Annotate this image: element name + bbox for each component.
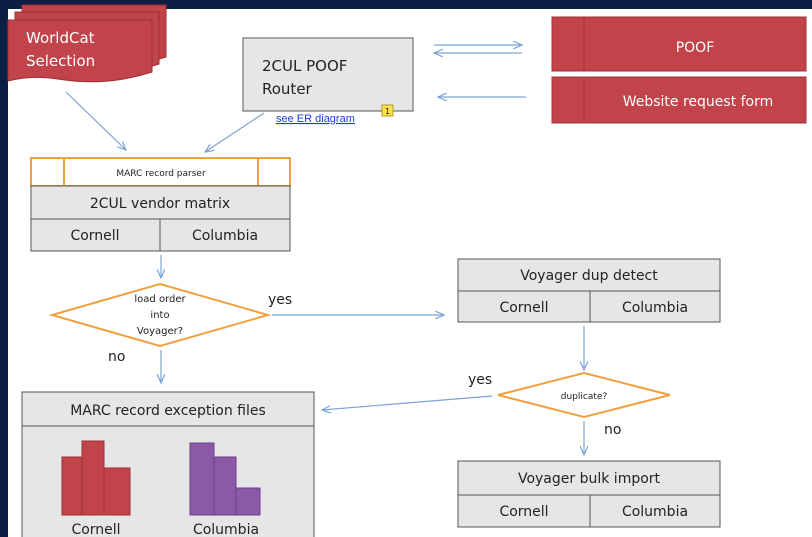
vendor-matrix-columbia: Columbia — [192, 228, 258, 244]
load-no-label: no — [108, 349, 125, 365]
exception-files-title: MARC record exception files — [70, 403, 266, 419]
exception-files-node: MARC record exception files Cornell Colu… — [21, 391, 315, 537]
router-node: 2CUL POOF Router — [242, 37, 414, 112]
load-yes-label: yes — [268, 292, 292, 308]
worldcat-label-line1: WorldCat — [26, 29, 95, 47]
cornell-files-icon — [61, 440, 131, 516]
exception-cornell-label: Cornell — [71, 522, 120, 537]
vendor-matrix-title: 2CUL vendor matrix — [90, 196, 230, 212]
worldcat-selection-node: WorldCat Selection — [7, 4, 167, 83]
load-order-decision: load order into Voyager? — [48, 282, 272, 348]
worldcat-to-parser-arrow — [65, 91, 126, 150]
poof-node: POOF — [551, 16, 807, 72]
comment-badge[interactable] — [381, 104, 394, 117]
router-label-line2: Router — [262, 80, 313, 98]
router-to-parser-arrow — [205, 112, 265, 152]
duplicate-decision: duplicate? — [497, 371, 671, 419]
parser-node: MARC record parser — [30, 157, 291, 187]
dup-detect-cornell: Cornell — [499, 300, 548, 316]
bulk-import-columbia: Columbia — [622, 504, 688, 520]
comment-badge-number: 1 — [385, 107, 390, 116]
frame-border — [0, 0, 8, 537]
duplicate-no-label: no — [604, 422, 621, 438]
dup-detect-columbia: Columbia — [622, 300, 688, 316]
duplicate-yes-arrow — [322, 395, 493, 410]
dup-detect-node: Voyager dup detect Cornell Columbia — [457, 258, 721, 323]
vendor-matrix-cornell: Cornell — [70, 228, 119, 244]
load-decision-line3: Voyager? — [137, 326, 183, 337]
parser-label: MARC record parser — [116, 169, 206, 179]
router-poof-connectors — [434, 45, 526, 97]
poof-label: POOF — [676, 40, 715, 56]
bulk-import-cornell: Cornell — [499, 504, 548, 520]
request-form-node: Website request form — [551, 76, 807, 124]
er-diagram-link[interactable]: see ER diagram — [276, 113, 355, 125]
bulk-import-node: Voyager bulk import Cornell Columbia — [457, 460, 721, 528]
bulk-import-title: Voyager bulk import — [518, 471, 661, 487]
request-form-label: Website request form — [623, 94, 774, 110]
exception-columbia-label: Columbia — [193, 522, 259, 537]
load-decision-line2: into — [150, 310, 169, 321]
dup-detect-title: Voyager dup detect — [520, 268, 658, 284]
router-label-line1: 2CUL POOF — [262, 57, 347, 75]
columbia-files-icon — [189, 442, 261, 516]
worldcat-label-line2: Selection — [26, 52, 95, 70]
duplicate-yes-label: yes — [468, 372, 492, 388]
vendor-matrix-node: 2CUL vendor matrix Cornell Columbia — [30, 185, 291, 252]
load-decision-line1: load order — [134, 294, 186, 305]
duplicate-decision-label: duplicate? — [561, 392, 608, 402]
